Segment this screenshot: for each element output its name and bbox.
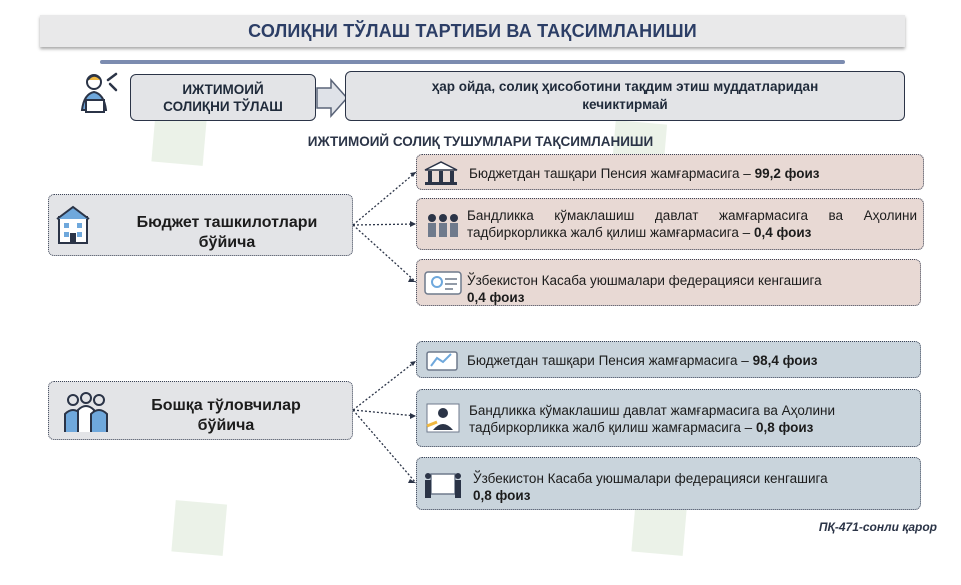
- union-icon: [423, 268, 463, 303]
- title-underline: [100, 60, 845, 64]
- budget-item-pension-text: Бюджетдан ташқари Пенсия жамғармасига – …: [469, 166, 820, 181]
- other-item-employment-text: Бандликка кўмаклашиш давлат жамғармасига…: [469, 403, 835, 435]
- handshake-icon: [425, 402, 461, 439]
- budget-item-pension: Бюджетдан ташқари Пенсия жамғармасига – …: [416, 154, 924, 190]
- budget-item-employment: Бандликка кўмаклашиш давлат жамғармасига…: [416, 198, 924, 250]
- other-item-union: Ўзбекистон Касаба уюшмалари федерацияси …: [416, 457, 921, 510]
- payment-label: ИЖТИМОИЙ СОЛИҚНИ ТЎЛАШ: [163, 81, 283, 114]
- page-title: СОЛИҚНИ ТЎЛАШ ТАРТИБИ ВА ТАҚСИМЛАНИШИ: [248, 20, 697, 41]
- arrow-right-icon: [315, 78, 349, 123]
- pension-icon: [425, 348, 459, 379]
- worker-icon: [74, 70, 122, 118]
- building-icon: [55, 205, 91, 250]
- payment-rule-box: ҳар ойда, солиқ ҳисоботини тақдим этиш м…: [345, 71, 905, 121]
- other-group-box: Бошқа тўловчилар бўйича: [48, 381, 353, 440]
- other-item-union-text: Ўзбекистон Касаба уюшмалари федерацияси …: [473, 471, 828, 503]
- people-icon: [423, 211, 463, 244]
- budget-item-employment-text: Бандликка кўмаклашиш давлат жамғармасига…: [467, 208, 917, 240]
- title-bar: СОЛИҚНИ ТЎЛАШ ТАРТИБИ ВА ТАҚСИМЛАНИШИ: [40, 15, 905, 47]
- budget-item-union-text: Ўзбекистон Касаба уюшмалари федерацияси …: [467, 273, 822, 305]
- other-item-employment: Бандликка кўмаклашиш давлат жамғармасига…: [416, 389, 921, 447]
- group-icon: [61, 390, 111, 439]
- distribution-subtitle: ИЖТИМОИЙ СОЛИҚ ТУШУМЛАРИ ТАҚСИМЛАНИШИ: [307, 134, 654, 149]
- pension-icon: [421, 160, 461, 191]
- budget-group-box: Бюджет ташкилотлари бўйича: [48, 194, 353, 256]
- connector-lines: [352, 171, 417, 484]
- budget-group-label: Бюджет ташкилотлари бўйича: [136, 214, 318, 251]
- other-item-pension: Бюджетдан ташқари Пенсия жамғармасига – …: [416, 341, 921, 378]
- payment-label-box: ИЖТИМОИЙ СОЛИҚНИ ТЎЛАШ: [130, 74, 316, 121]
- payment-rule: ҳар ойда, солиқ ҳисоботини тақдим этиш м…: [431, 79, 819, 112]
- other-item-pension-text: Бюджетдан ташқари Пенсия жамғармасига – …: [467, 353, 818, 368]
- budget-item-union: Ўзбекистон Касаба уюшмалари федерацияси …: [416, 259, 921, 306]
- other-group-label: Бошқа тўловчилар бўйича: [151, 397, 301, 434]
- union-icon: [423, 468, 463, 507]
- footer-reference: ПҚ-471-сонли қарор: [818, 520, 937, 534]
